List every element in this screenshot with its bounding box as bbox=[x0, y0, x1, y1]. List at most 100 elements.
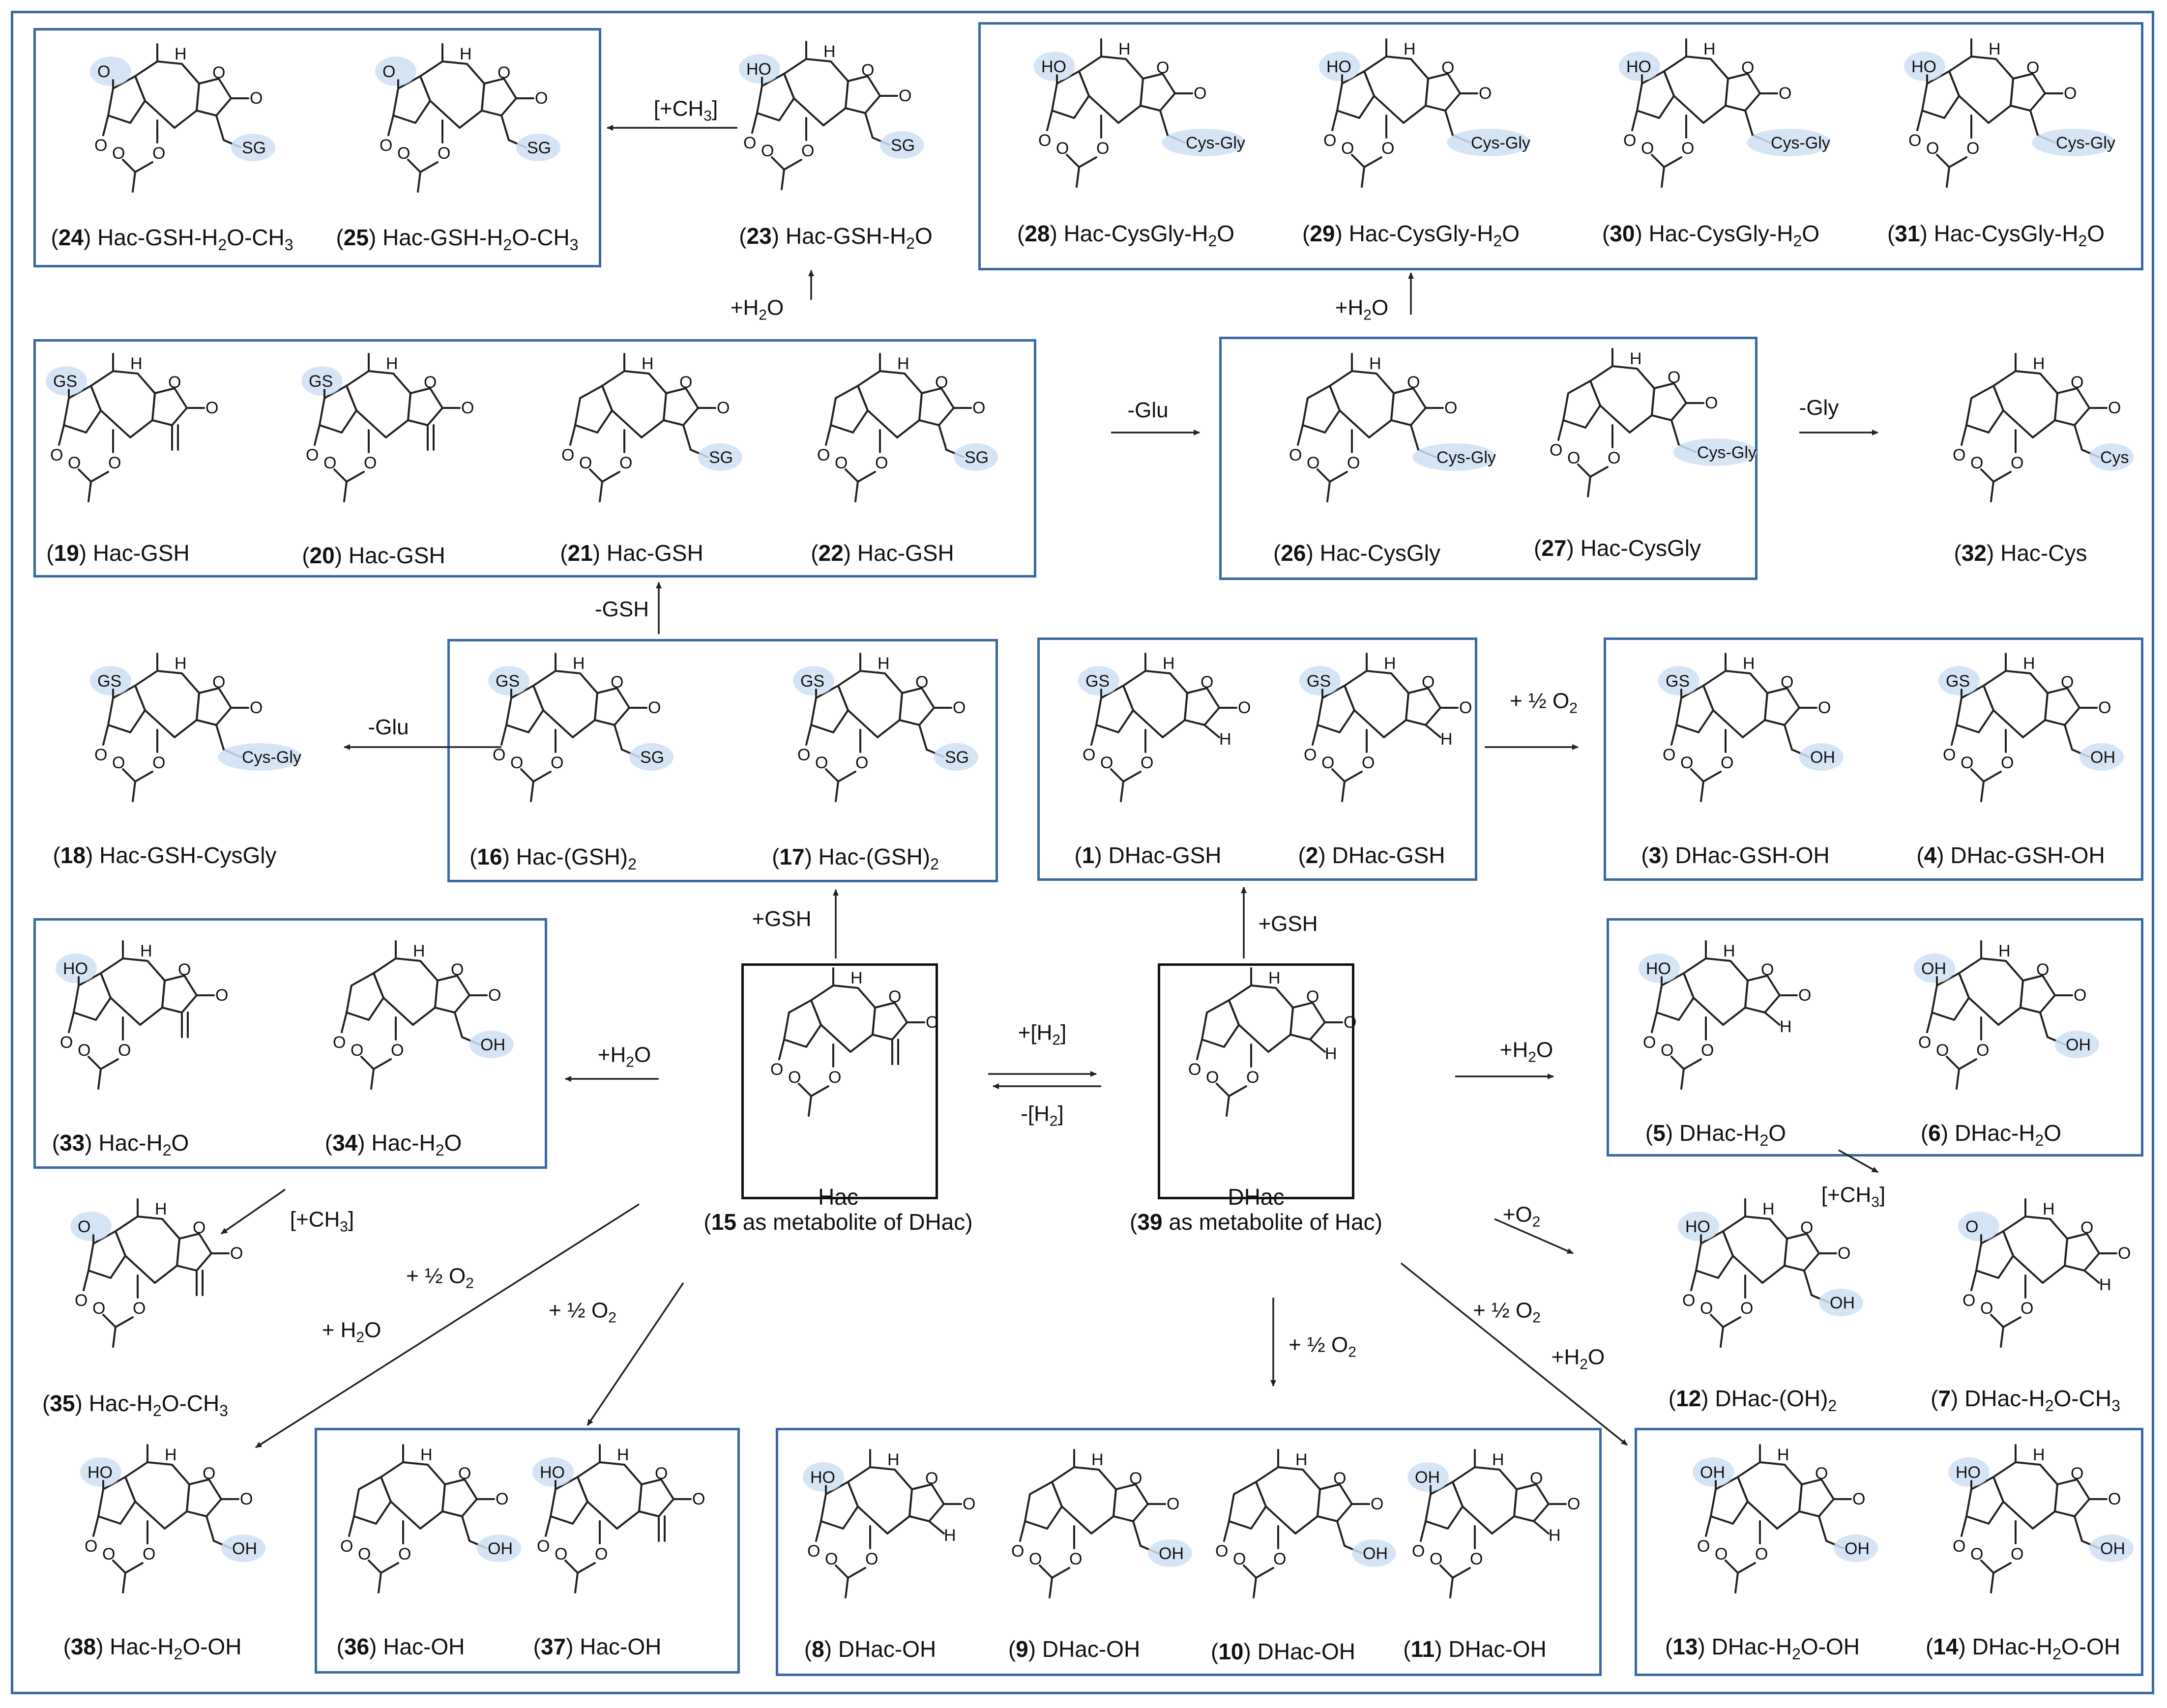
svg-text:O: O bbox=[717, 399, 730, 417]
svg-text:O: O bbox=[1966, 139, 1979, 158]
svg-text:HO: HO bbox=[1041, 58, 1066, 76]
svg-text:O: O bbox=[2098, 698, 2111, 717]
svg-text:O: O bbox=[1129, 1469, 1142, 1488]
rxn-plus-gsh-dhac: +GSH bbox=[1258, 911, 1318, 936]
svg-text:O: O bbox=[619, 454, 632, 472]
svg-text:H: H bbox=[1404, 40, 1416, 58]
svg-text:O: O bbox=[1838, 1244, 1850, 1263]
box-dhac bbox=[1158, 963, 1354, 1199]
svg-text:O: O bbox=[498, 63, 510, 82]
rxn-half-o2-13: + ½ O2 bbox=[1473, 1298, 1541, 1326]
svg-text:H: H bbox=[413, 942, 425, 960]
svg-text:OH: OH bbox=[2100, 1539, 2125, 1558]
label-21: (21) Hac-GSH bbox=[560, 540, 703, 566]
svg-text:OH: OH bbox=[1830, 1294, 1855, 1312]
svg-text:H: H bbox=[2033, 354, 2045, 373]
svg-text:O: O bbox=[152, 144, 165, 163]
svg-text:O: O bbox=[1083, 746, 1095, 764]
group-box-33-34 bbox=[33, 918, 547, 1169]
svg-text:O: O bbox=[1661, 1041, 1673, 1060]
svg-text:Cys: Cys bbox=[2100, 448, 2129, 467]
svg-text:Cys-Gly: Cys-Gly bbox=[1697, 443, 1757, 462]
svg-text:O: O bbox=[1470, 1550, 1483, 1568]
svg-text:O: O bbox=[1641, 139, 1654, 158]
svg-text:H: H bbox=[175, 654, 187, 673]
svg-text:H: H bbox=[2043, 1200, 2055, 1218]
svg-text:H: H bbox=[617, 1446, 629, 1464]
svg-text:O: O bbox=[1307, 454, 1319, 472]
svg-text:O: O bbox=[1953, 446, 1965, 464]
group-box-26-27 bbox=[1219, 337, 1757, 580]
svg-text:Cys-Gly: Cys-Gly bbox=[242, 748, 301, 767]
rxn-minus-glu-left: -Glu bbox=[368, 715, 409, 739]
svg-text:HO: HO bbox=[810, 1468, 835, 1487]
svg-text:O: O bbox=[2080, 1218, 2093, 1237]
svg-text:HO: HO bbox=[63, 959, 88, 978]
svg-text:O: O bbox=[1962, 1291, 1975, 1310]
svg-text:O: O bbox=[1273, 1550, 1286, 1568]
svg-text:O: O bbox=[1965, 1217, 1978, 1236]
svg-text:H: H bbox=[1219, 730, 1231, 749]
svg-text:O: O bbox=[94, 136, 107, 155]
svg-text:O: O bbox=[451, 960, 464, 979]
label-20: (20) Hac-GSH bbox=[302, 543, 445, 568]
svg-text:O: O bbox=[1141, 753, 1153, 772]
svg-text:H: H bbox=[878, 654, 890, 673]
label-23: (23) Hac-GSH-H2O bbox=[739, 223, 933, 253]
svg-text:H: H bbox=[1723, 942, 1735, 960]
box-hac bbox=[741, 963, 938, 1199]
svg-text:O: O bbox=[112, 144, 125, 163]
svg-text:O: O bbox=[78, 1217, 90, 1236]
svg-text:H: H bbox=[1549, 1526, 1561, 1545]
svg-text:Cys-Gly: Cys-Gly bbox=[1471, 134, 1530, 152]
svg-text:O: O bbox=[861, 61, 874, 80]
svg-text:O: O bbox=[2011, 454, 2023, 472]
rxn-h2o-28: +H2O bbox=[1335, 295, 1389, 323]
reaction-arrow-16 bbox=[586, 1282, 684, 1426]
svg-text:O: O bbox=[1100, 753, 1113, 772]
svg-text:O: O bbox=[1681, 139, 1694, 158]
rxn-minus-gsh: -GSH bbox=[595, 597, 649, 621]
svg-text:O: O bbox=[1550, 441, 1562, 460]
svg-text:O: O bbox=[133, 1299, 146, 1318]
svg-text:H: H bbox=[1703, 40, 1716, 58]
svg-text:H: H bbox=[944, 1526, 956, 1545]
svg-text:HO: HO bbox=[1626, 58, 1651, 76]
reaction-arrow-17 bbox=[1838, 1149, 1878, 1173]
label-hac: Hac (15 as metabolite of DHac) bbox=[703, 1184, 973, 1235]
svg-text:H: H bbox=[386, 354, 398, 373]
svg-text:O: O bbox=[1201, 673, 1213, 692]
rxn-h2o-23: +H2O bbox=[730, 295, 784, 323]
svg-text:O: O bbox=[340, 1537, 353, 1556]
svg-text:O: O bbox=[1444, 399, 1457, 417]
svg-text:O: O bbox=[1953, 1537, 1965, 1556]
svg-text:O: O bbox=[1341, 139, 1354, 158]
svg-text:O: O bbox=[788, 1068, 801, 1087]
svg-text:O: O bbox=[1038, 131, 1051, 150]
hac-num: 15 bbox=[711, 1209, 736, 1235]
svg-text:O: O bbox=[203, 1464, 215, 1483]
label-26: (26) Hac-CysGly bbox=[1273, 540, 1440, 566]
svg-text:O: O bbox=[537, 1537, 550, 1556]
svg-text:O: O bbox=[178, 960, 191, 979]
svg-text:HO: HO bbox=[1911, 58, 1936, 76]
svg-text:H: H bbox=[175, 45, 187, 63]
svg-text:O: O bbox=[835, 454, 848, 472]
svg-text:O: O bbox=[655, 1464, 668, 1483]
svg-text:O: O bbox=[215, 986, 228, 1005]
